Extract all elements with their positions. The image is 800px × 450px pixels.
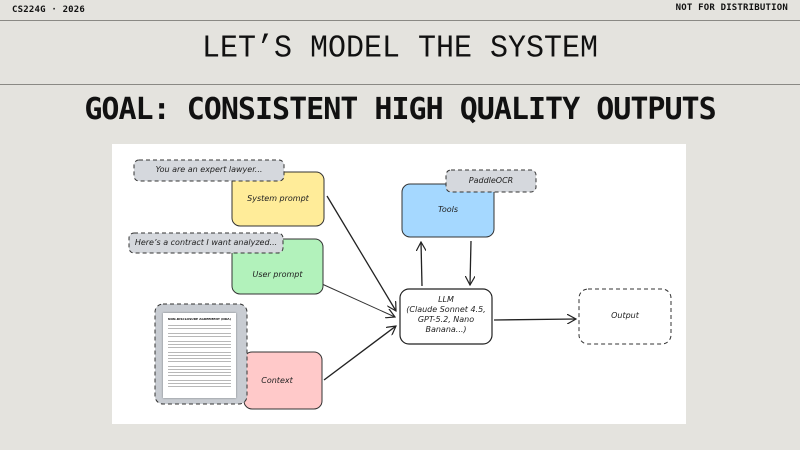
slide-title: LET’S MODEL THE SYSTEM	[201, 31, 599, 67]
arrow-user-to-llm	[321, 283, 395, 317]
title-divider	[0, 84, 800, 85]
top-bar: CS224G · 2026 NOT FOR DISTRIBUTION	[0, 0, 800, 20]
nda-document-title: NON-DISCLOSURE AGREEMENT (NDA)	[167, 317, 232, 321]
arrow-system-to-llm	[326, 195, 396, 311]
arrow-context-to-llm	[323, 326, 396, 381]
context-label: Context	[261, 376, 293, 385]
user-prompt-label: User prompt	[252, 270, 303, 279]
user-prompt-note	[128, 232, 284, 254]
header-divider	[0, 20, 800, 21]
tools-note	[445, 169, 537, 193]
system-prompt-example: You are an expert lawyer...	[155, 165, 263, 174]
tools-label: Tools	[437, 205, 459, 214]
arrow-llm-to-tools	[421, 242, 422, 287]
tools-example: PaddleOCR	[468, 176, 514, 185]
llm-label: LLM (Claude Sonnet 4.5, GPT-5.2, Nano Ba…	[400, 295, 492, 335]
distribution-notice: NOT FOR DISTRIBUTION	[675, 3, 788, 13]
llm-label-line3: GPT-5.2, Nano	[417, 315, 475, 324]
course-label: CS224G · 2026	[12, 5, 86, 15]
llm-label-line2: (Claude Sonnet 4.5,	[406, 305, 486, 314]
system-prompt-label: System prompt	[247, 194, 309, 203]
output-box	[578, 288, 672, 345]
slide-goal: GOAL: CONSISTENT HIGH QUALITY OUTPUTS	[84, 92, 716, 127]
arrow-llm-to-output	[493, 319, 576, 320]
llm-label-line4: Banana...)	[425, 325, 467, 334]
system-prompt-note	[133, 159, 285, 182]
output-label: Output	[611, 311, 639, 320]
user-prompt-example: Here’s a contract I want analyzed...	[134, 238, 278, 247]
llm-box	[399, 288, 493, 345]
arrow-tools-to-llm	[470, 240, 471, 285]
llm-label-line1: LLM	[438, 295, 454, 304]
nda-document-thumbnail: NON-DISCLOSURE AGREEMENT (NDA)	[163, 313, 236, 398]
system-diagram: You are an expert lawyer... System promp…	[112, 144, 686, 424]
